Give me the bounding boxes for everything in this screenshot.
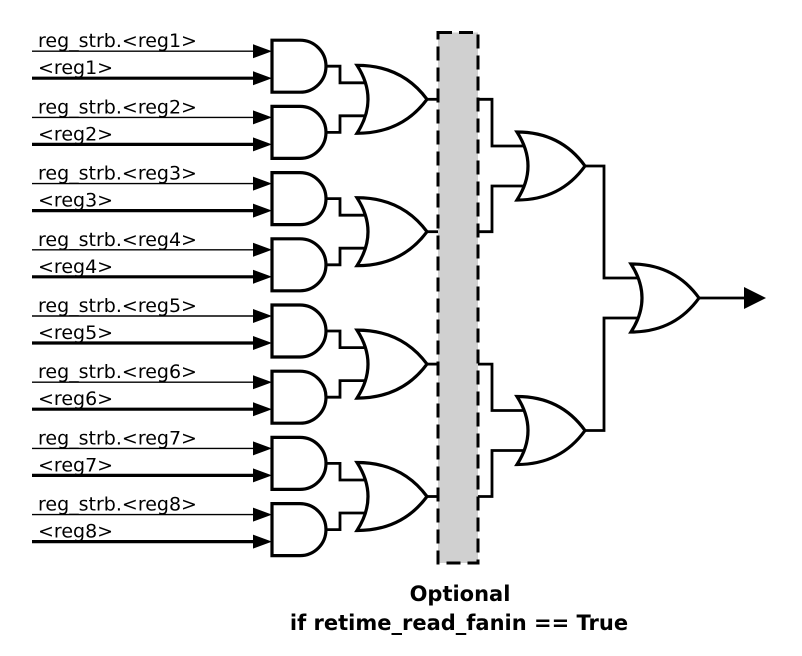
input-arrowhead (253, 110, 272, 125)
and-gate-3 (270, 171, 328, 227)
input-arrowhead (253, 441, 272, 456)
register-to-or-wire (478, 184, 528, 234)
and-to-or-wire (326, 329, 370, 349)
value-label-4: <reg4> (38, 256, 113, 278)
value-label-7: <reg7> (38, 454, 113, 476)
input-arrowhead (253, 336, 272, 350)
input-arrowhead (253, 402, 272, 417)
register-to-or-wire (478, 362, 528, 412)
input-arrowhead (253, 203, 272, 218)
input-arrowhead (253, 176, 272, 191)
caption-line2: if retime_read_fanin == True (290, 611, 628, 635)
or-gate-stage1-3 (354, 328, 429, 400)
value-label-8: <reg8> (38, 521, 113, 543)
input-arrowhead (253, 534, 272, 549)
and-gate-5 (270, 303, 328, 359)
stage2-to-final-wire (585, 316, 646, 432)
strobe-label-4: reg_strb.<reg4> (38, 229, 197, 251)
value-label-5: <reg5> (38, 322, 113, 344)
value-label-6: <reg6> (38, 388, 113, 410)
caption-line1: Optional (410, 582, 511, 606)
strobe-label-7: reg_strb.<reg7> (38, 427, 197, 449)
and-gate-2 (270, 104, 328, 160)
input-arrowhead (253, 468, 272, 483)
strobe-label-5: reg_strb.<reg5> (38, 295, 197, 317)
register-to-or-wire (478, 97, 528, 148)
and-gate-4 (270, 237, 328, 293)
and-to-or-wire (326, 379, 370, 399)
input-arrowhead (253, 507, 272, 522)
input-arrowhead (253, 137, 272, 152)
value-label-1: <reg1> (38, 57, 113, 79)
register-to-or-wire (478, 449, 528, 498)
input-arrowhead (253, 242, 272, 257)
value-label-2: <reg2> (38, 123, 113, 145)
or-gate-stage1-1 (354, 63, 429, 135)
strobe-label-8: reg_strb.<reg8> (38, 494, 197, 516)
input-arrowhead (253, 375, 272, 390)
stage2-to-final-wire (585, 164, 646, 280)
input-arrowhead (253, 71, 272, 86)
and-to-or-wire (326, 462, 370, 482)
and-gate-7 (270, 435, 328, 491)
output-arrowhead (744, 287, 766, 309)
and-gate-8 (270, 502, 328, 558)
or-gate-stage2-2 (514, 394, 587, 467)
or-gate-stage1-4 (354, 460, 429, 533)
retime-register-bar (436, 31, 480, 565)
or-gate-final (628, 262, 701, 334)
strobe-label-6: reg_strb.<reg6> (38, 361, 197, 383)
and-gate-6 (270, 369, 328, 425)
input-arrowhead (253, 269, 272, 284)
or-gate-stage1-2 (354, 196, 429, 268)
strobe-label-1: reg_strb.<reg1> (38, 30, 197, 52)
input-arrowhead (253, 309, 272, 323)
or-gate-stage2-1 (514, 130, 587, 202)
and-to-or-wire (326, 246, 370, 267)
and-to-or-wire (326, 511, 370, 531)
and-gate-1 (270, 38, 328, 94)
and-to-or-wire (326, 197, 370, 217)
and-to-or-wire (326, 64, 370, 85)
and-to-or-wire (326, 114, 370, 134)
strobe-label-3: reg_strb.<reg3> (38, 163, 197, 185)
input-arrowhead (253, 44, 272, 59)
strobe-label-2: reg_strb.<reg2> (38, 96, 197, 118)
value-label-3: <reg3> (38, 190, 113, 212)
